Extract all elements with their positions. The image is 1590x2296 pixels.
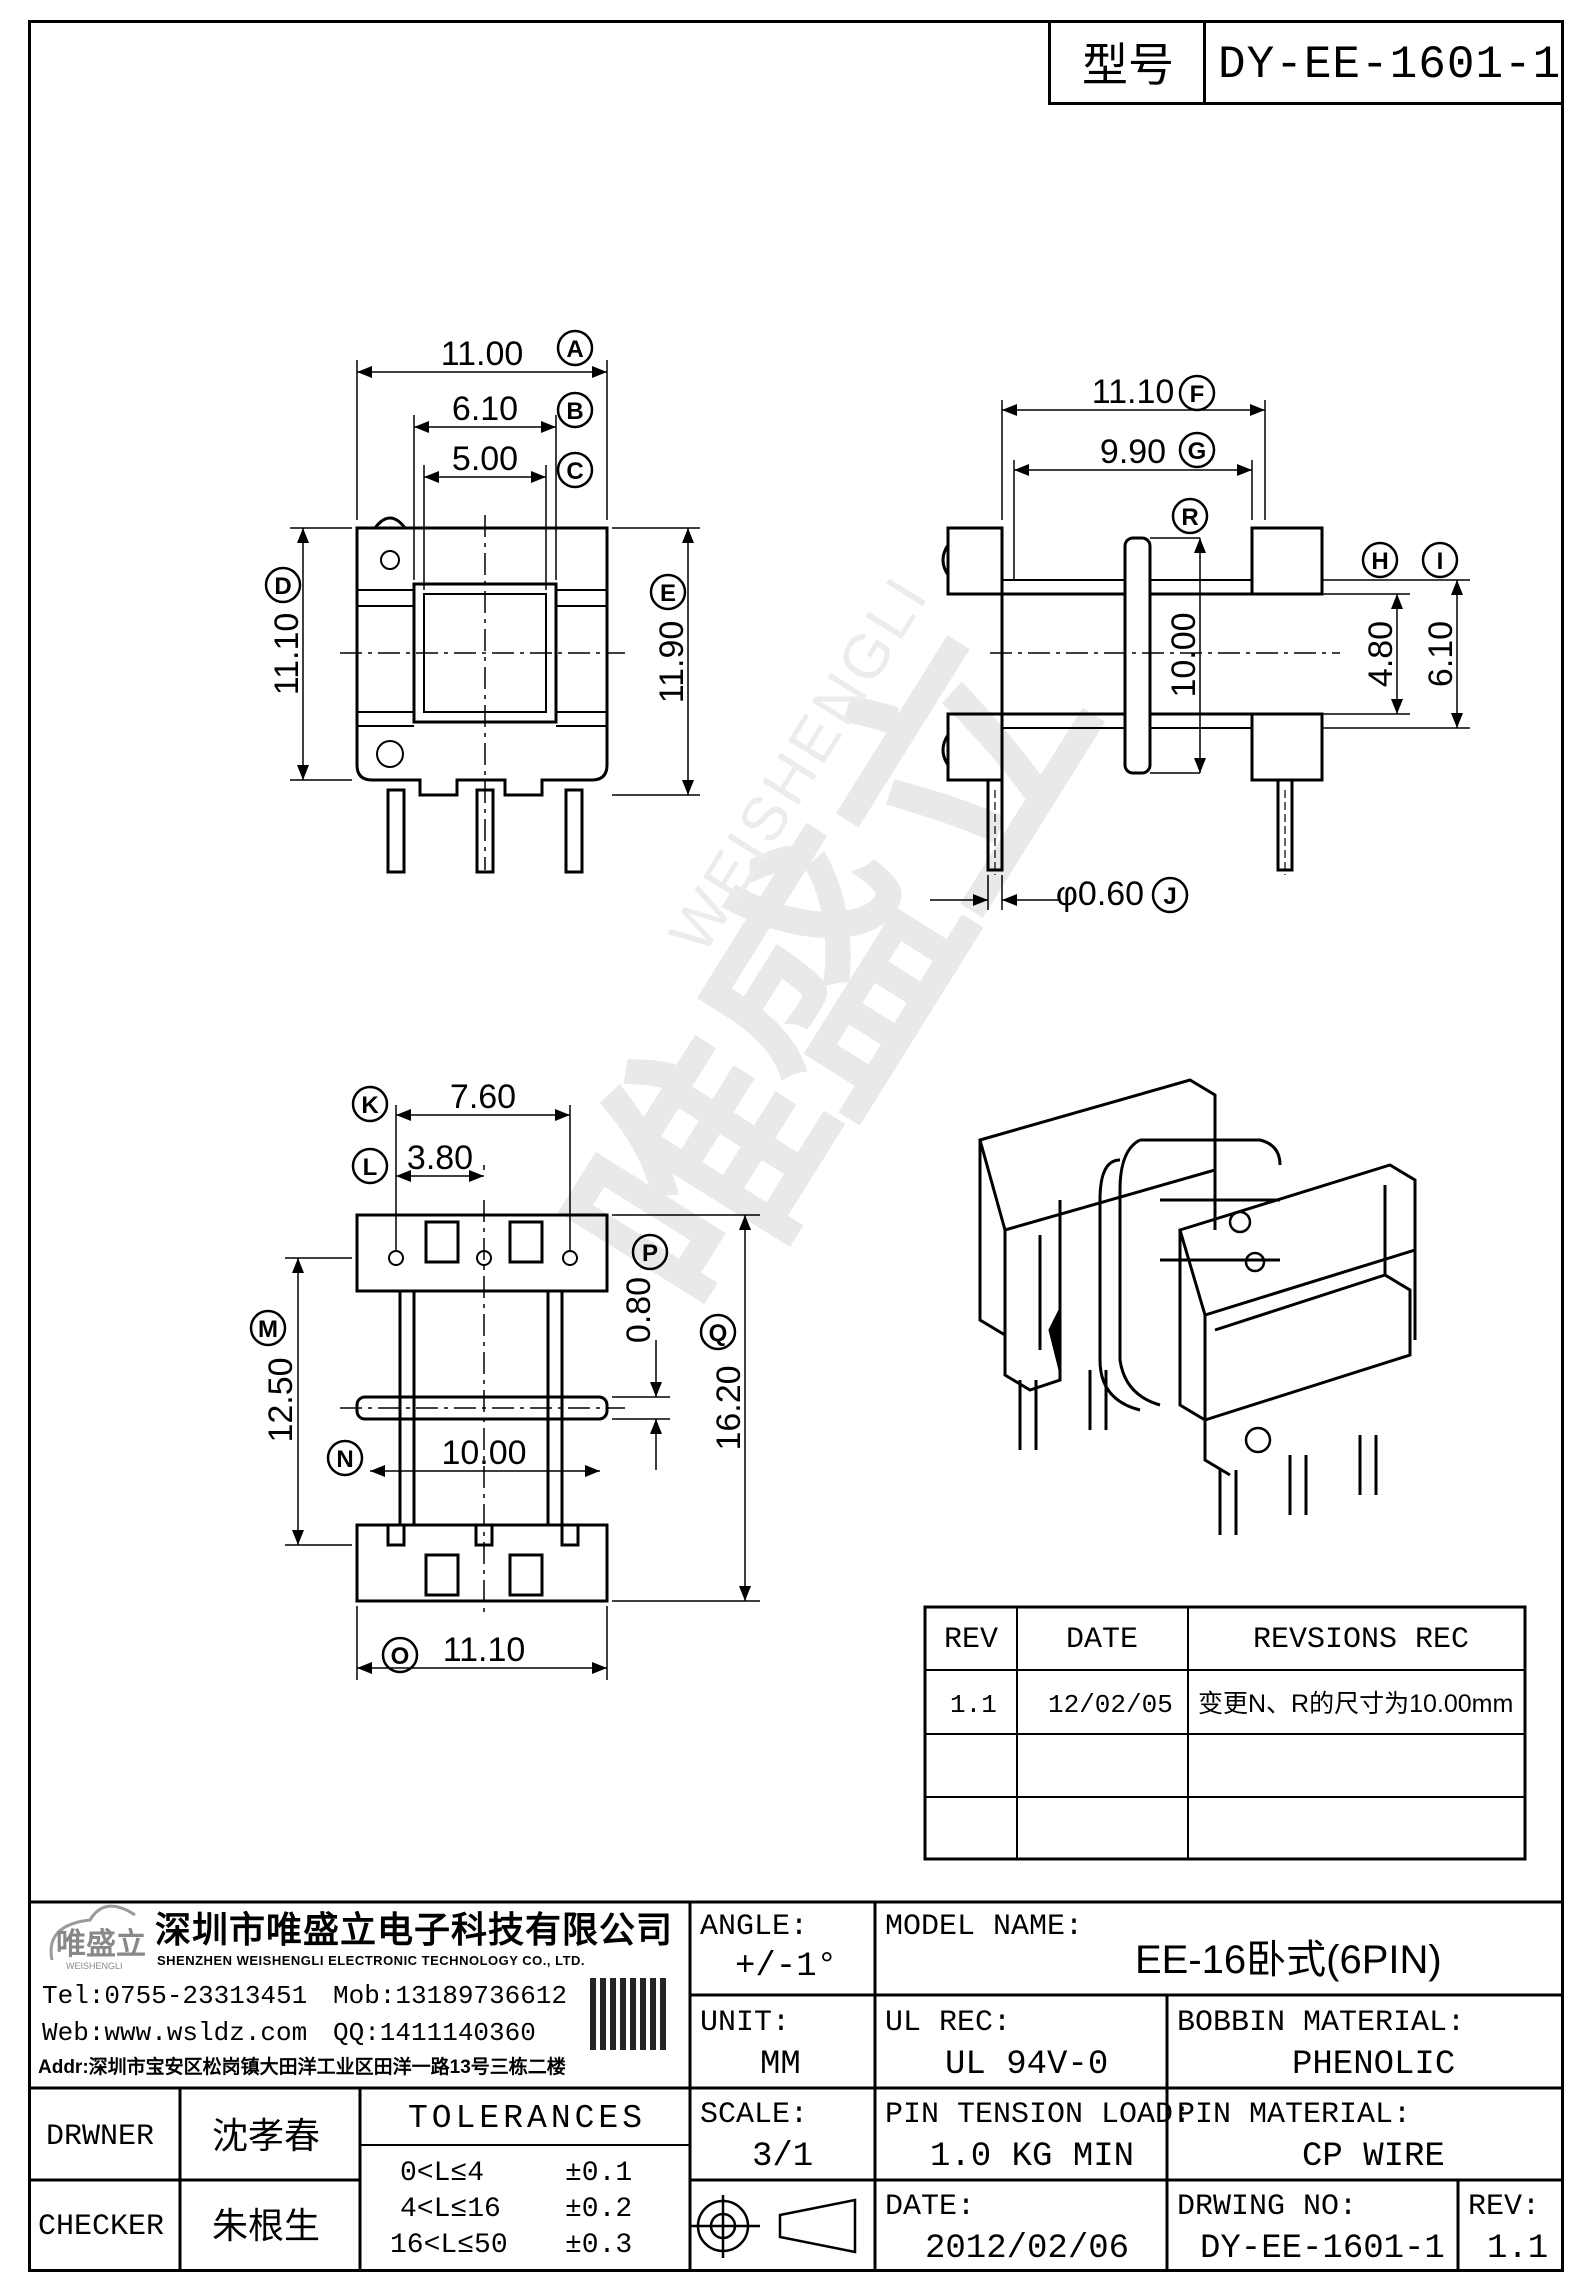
date-value: 2012/02/06 <box>925 2230 1130 2268</box>
callout-O: O <box>391 1643 410 1670</box>
rev-label: REV: <box>1468 2190 1541 2224</box>
model-header-divider <box>1203 23 1206 105</box>
drawing-no-value: DY-EE-1601-1 <box>1200 2230 1445 2268</box>
company-logo-sub: WEISHENGLI <box>66 1961 123 1971</box>
drawing-no-label: DRWING NO: <box>1177 2190 1358 2224</box>
model-header-value: DY-EE-1601-1 <box>1218 39 1562 91</box>
callout-D: D <box>274 573 291 600</box>
dim-L: 3.80 <box>407 1139 473 1177</box>
callout-G: G <box>1188 438 1207 465</box>
isometric-view <box>978 1078 1417 1535</box>
rev-header-rec: REVSIONS REC <box>1253 1623 1470 1657</box>
rev-row1-rev: 1.1 <box>950 1690 997 1720</box>
company-web: Web:www.wsldz.com <box>42 2018 308 2048</box>
tolerance-value-2: ±0.2 <box>565 2194 633 2225</box>
company-logo-text: 唯盛立 <box>56 1928 146 1961</box>
drawer-value: 沈孝春 <box>212 2115 321 2156</box>
tolerance-value-1: ±0.1 <box>565 2158 633 2189</box>
projection-symbol <box>690 2195 857 2258</box>
dim-C: 5.00 <box>452 440 518 478</box>
rev-header-rev: REV <box>944 1623 999 1657</box>
company-name-en: SHENZHEN WEISHENGLI ELECTRONIC TECHNOLOG… <box>157 1953 586 1968</box>
callout-Q: Q <box>709 1320 728 1347</box>
company-addr: Addr:深圳市宝安区松岗镇大田洋工业区田洋一路13号三栋二楼 <box>38 2057 566 2078</box>
callout-F: F <box>1190 381 1205 408</box>
callout-L: L <box>363 1154 378 1181</box>
rev-value: 1.1 <box>1487 2230 1549 2268</box>
dim-I: 6.10 <box>1422 621 1460 687</box>
bobbin-material-value: PHENOLIC <box>1292 2046 1456 2084</box>
pin-material-value: CP WIRE <box>1302 2138 1445 2176</box>
checker-label: CHECKER <box>38 2210 165 2244</box>
dim-J: φ0.60 <box>1056 875 1144 913</box>
dim-Q: 16.20 <box>710 1365 748 1450</box>
pin-tension-label: PIN TENSION LOAD: <box>885 2098 1192 2132</box>
scale-value: 3/1 <box>752 2138 814 2176</box>
callout-R: R <box>1181 504 1198 531</box>
model-name-label: MODEL NAME: <box>885 1910 1084 1944</box>
callout-P: P <box>642 1240 658 1267</box>
pin-tension-value: 1.0 KG MIN <box>930 2138 1135 2176</box>
bottom-view <box>285 1105 760 1680</box>
angle-label: ANGLE: <box>700 1910 809 1944</box>
rev-row1-rec: 变更N、R的尺寸为10.00mm <box>1198 1690 1514 1718</box>
rev-header-date: DATE <box>1066 1623 1139 1657</box>
unit-label: UNIT: <box>700 2006 791 2040</box>
checker-value: 朱根生 <box>212 2205 321 2246</box>
company-name-cn: 深圳市唯盛立电子科技有限公司 <box>155 1909 674 1950</box>
callout-M: M <box>258 1316 278 1343</box>
company-qq: QQ:1411140360 <box>333 2018 536 2048</box>
tolerance-range-3: 16<L≤50 <box>390 2230 508 2261</box>
dim-M: 12.50 <box>262 1357 300 1442</box>
revision-table-grid <box>923 1605 1527 1861</box>
dim-A: 11.00 <box>441 335 524 373</box>
tolerance-range-2: 4<L≤16 <box>400 2194 501 2225</box>
model-header-box <box>1048 23 1561 105</box>
callout-H: H <box>1371 548 1388 575</box>
qr-code <box>590 1978 668 2050</box>
callout-B: B <box>566 398 583 425</box>
dim-N: 10.00 <box>441 1434 526 1472</box>
dim-O: 11.10 <box>443 1631 526 1669</box>
dim-F: 11.10 <box>1092 373 1175 411</box>
drawing-frame <box>28 20 1564 2272</box>
model-name-value: EE-16卧式(6PIN) <box>1135 1938 1442 1982</box>
callout-N: N <box>336 1446 353 1473</box>
side-view <box>930 400 1470 910</box>
dim-D: 11.10 <box>268 613 306 696</box>
bobbin-material-label: BOBBIN MATERIAL: <box>1177 2006 1466 2040</box>
dim-R: 10.00 <box>1165 612 1203 697</box>
angle-value: +/-1° <box>735 1948 838 1986</box>
tolerance-value-3: ±0.3 <box>565 2230 633 2261</box>
ul-rec-label: UL REC: <box>885 2006 1012 2040</box>
tolerance-range-1: 0<L≤4 <box>400 2158 485 2189</box>
rev-row1-date: 12/02/05 <box>1048 1690 1173 1720</box>
scale-label: SCALE: <box>700 2098 809 2132</box>
callout-J: J <box>1163 883 1176 910</box>
title-block-grid <box>28 1900 1562 2272</box>
dim-B: 6.10 <box>452 390 518 428</box>
callout-C: C <box>566 458 583 485</box>
pin-material-label: PIN MATERIAL: <box>1177 2098 1412 2132</box>
dim-H: 4.80 <box>1362 621 1400 687</box>
company-mob: Mob:13189736612 <box>333 1981 568 2011</box>
callout-K: K <box>361 1092 379 1119</box>
dim-E: 11.90 <box>653 621 691 704</box>
dim-K: 7.60 <box>450 1078 516 1116</box>
tolerances-title: TOLERANCES <box>408 2100 647 2137</box>
ul-rec-value: UL 94V-0 <box>945 2046 1109 2084</box>
dim-G: 9.90 <box>1100 433 1166 471</box>
model-header-label: 型号 <box>1082 39 1174 91</box>
callout-E: E <box>660 580 676 607</box>
unit-value: MM <box>760 2046 801 2084</box>
front-view <box>290 360 700 874</box>
company-tel: Tel:0755-23313451 <box>42 1981 308 2011</box>
drawer-label: DRWNER <box>46 2120 155 2154</box>
dim-P: 0.80 <box>620 1277 658 1343</box>
company-logo-mark <box>49 1904 136 1961</box>
callout-A: A <box>566 336 583 363</box>
callout-I: I <box>1437 548 1444 575</box>
date-label: DATE: <box>885 2190 976 2224</box>
